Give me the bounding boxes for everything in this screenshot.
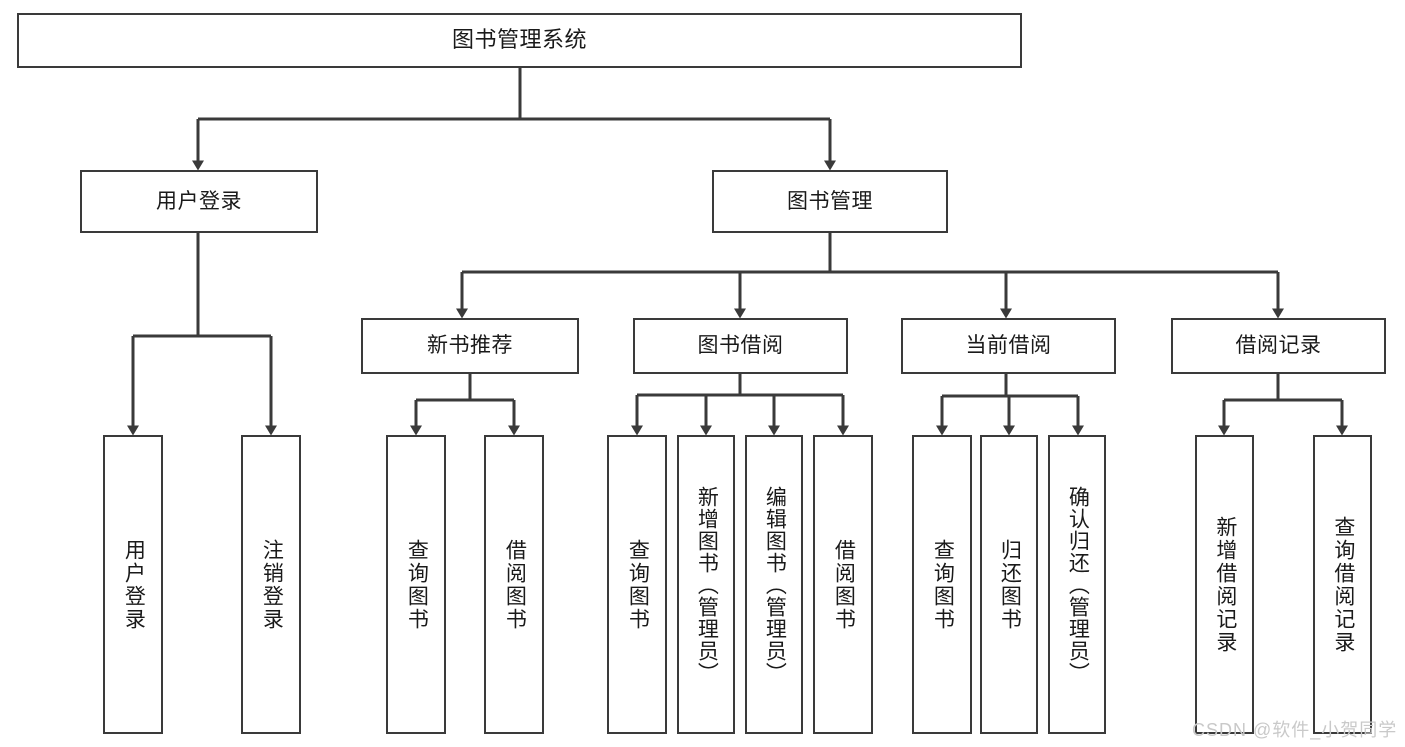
node-leaf-user-login[interactable]: 用户登录 [103,435,163,734]
node-leaf-confirm-return-admin[interactable]: 确认归还（管理员） [1048,435,1106,734]
watermark: CSDN @软件_小贺同学 [1192,720,1398,740]
node-label: 查询图书 [626,538,650,631]
node-leaf-add-book-admin[interactable]: 新增图书（管理员） [677,435,735,734]
node-label: 借阅记录 [1235,334,1322,358]
node-leaf-query-book-3[interactable]: 查询图书 [912,435,972,734]
node-leaf-borrow-book-1[interactable]: 借阅图书 [484,435,544,734]
node-user-login[interactable]: 用户登录 [80,170,318,233]
node-label: 确认归还（管理员） [1066,485,1090,684]
node-label: 查询图书 [931,538,955,631]
node-label: 借阅图书 [503,538,527,631]
node-borrow-record[interactable]: 借阅记录 [1171,318,1386,374]
node-current-borrow[interactable]: 当前借阅 [901,318,1116,374]
node-new-book-recommend[interactable]: 新书推荐 [361,318,579,374]
node-label: 用户登录 [156,189,242,213]
node-leaf-add-borrow-record[interactable]: 新增借阅记录 [1195,435,1254,734]
node-label: 新书推荐 [427,334,513,358]
node-label: 图书管理 [787,189,873,213]
node-label: 用户登录 [122,538,146,631]
node-label: 查询借阅记录 [1331,515,1355,654]
node-leaf-borrow-book-2[interactable]: 借阅图书 [813,435,873,734]
node-leaf-query-borrow-record[interactable]: 查询借阅记录 [1313,435,1372,734]
node-leaf-logout-login[interactable]: 注销登录 [241,435,301,734]
node-leaf-query-book-2[interactable]: 查询图书 [607,435,667,734]
node-label: 图书借阅 [697,334,784,358]
node-book-manage[interactable]: 图书管理 [712,170,948,233]
node-book-borrow[interactable]: 图书借阅 [633,318,848,374]
node-leaf-edit-book-admin[interactable]: 编辑图书（管理员） [745,435,803,734]
node-label: 新增借阅记录 [1213,515,1237,654]
node-label: 借阅图书 [832,538,856,631]
node-label: 注销登录 [260,538,284,631]
node-label: 新增图书（管理员） [695,485,719,684]
node-leaf-return-book[interactable]: 归还图书 [980,435,1038,734]
node-label: 查询图书 [405,538,429,631]
node-label: 图书管理系统 [451,27,587,53]
node-label: 归还图书 [998,538,1022,631]
node-leaf-query-book-1[interactable]: 查询图书 [386,435,446,734]
node-label: 当前借阅 [965,334,1052,358]
node-root-system[interactable]: 图书管理系统 [17,13,1022,68]
node-label: 编辑图书（管理员） [763,485,787,684]
